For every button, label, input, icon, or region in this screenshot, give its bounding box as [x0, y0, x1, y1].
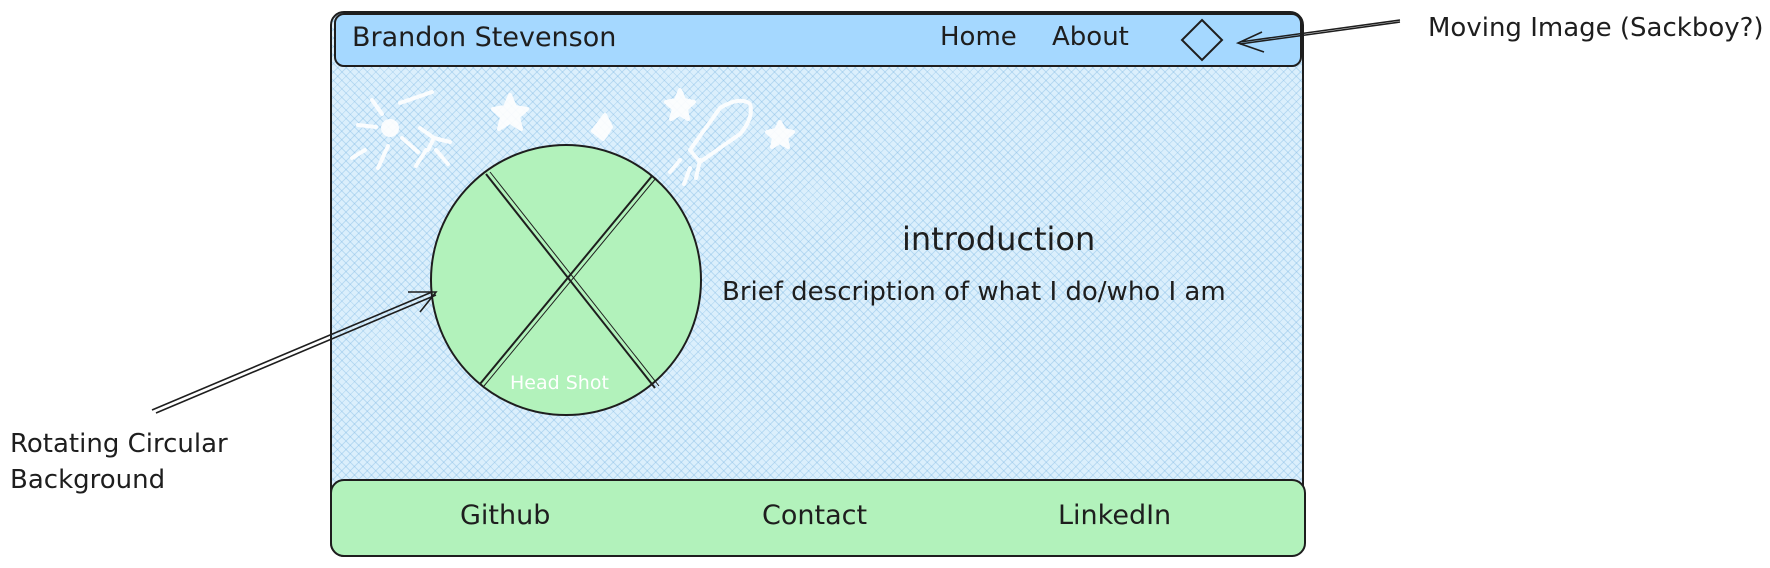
rotating-background-annotation-line1: Rotating Circular — [10, 429, 228, 459]
nav-about-link[interactable]: About — [1052, 22, 1129, 52]
rotating-background-arrow — [151, 291, 438, 414]
footer-contact-link[interactable]: Contact — [762, 500, 868, 531]
page-frame — [330, 11, 1304, 557]
site-footer — [330, 479, 1306, 557]
star-doodle-icon — [765, 120, 795, 149]
headshot-placeholder — [430, 144, 702, 416]
nav-home-link[interactable]: Home — [940, 22, 1017, 52]
star-doodle-icon — [664, 88, 696, 121]
rotating-background-annotation-line2: Background — [10, 465, 166, 495]
star-doodle-icon — [491, 93, 529, 131]
planet-doodle-icon — [591, 113, 613, 141]
astronaut-doodle-icon — [414, 126, 452, 168]
moving-image-diamond-icon[interactable] — [1180, 18, 1224, 62]
headshot-label: Head Shot — [510, 372, 609, 394]
intro-description: Brief description of what I do/who I am — [722, 277, 1226, 307]
rocket-doodle-icon — [688, 98, 753, 164]
footer-linkedin-link[interactable]: LinkedIn — [1058, 500, 1172, 531]
site-header — [334, 13, 1302, 67]
sun-doodle-icon — [381, 119, 399, 137]
moving-image-annotation: Moving Image (Sackboy?) — [1428, 13, 1764, 43]
moving-image-arrow — [1235, 19, 1401, 53]
footer-github-link[interactable]: Github — [460, 500, 551, 531]
intro-title: introduction — [902, 220, 1096, 258]
brand-name[interactable]: Brandon Stevenson — [352, 22, 617, 53]
